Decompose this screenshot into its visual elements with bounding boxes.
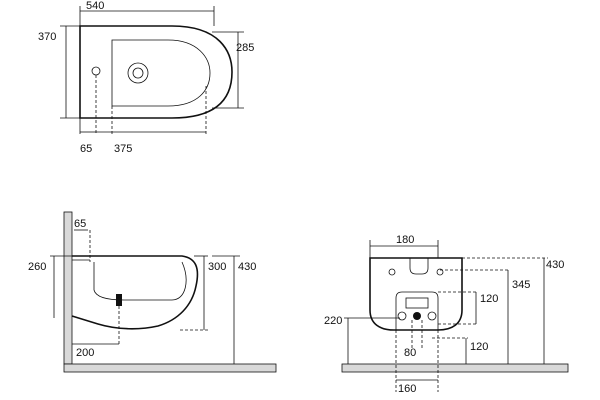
rear-view-drain <box>413 312 421 320</box>
rear-view-fixing-hole-right <box>436 268 444 276</box>
rear-view-bracket-height-label: 345 <box>512 279 530 291</box>
rear-view-supply-left <box>397 311 407 321</box>
rear-view-floor <box>341 363 569 373</box>
top-view-tap-offset-label: 65 <box>80 143 92 155</box>
side-view-bowl-height-label: 300 <box>208 261 226 273</box>
rear-view-outlet-drop-label: 120 <box>470 341 488 353</box>
top-view: 540 370 285 65 375 <box>38 0 254 155</box>
rear-view-total-height-label: 430 <box>546 259 564 271</box>
top-view-drain-inner <box>132 67 144 79</box>
side-view-floor <box>63 363 277 373</box>
rear-view-outlet-spacing-label: 120 <box>480 293 498 305</box>
rear-view-supply-right <box>427 311 437 321</box>
top-view-drain <box>127 62 149 84</box>
top-view-bowl-outline <box>111 39 211 107</box>
rear-view-outlet-slot <box>405 297 429 309</box>
top-view-tap-hole <box>91 66 101 76</box>
top-view-drain-offset-label: 375 <box>114 143 132 155</box>
top-view-width-label: 540 <box>86 0 104 12</box>
rear-view-outlet-frame <box>395 291 439 330</box>
side-view-waste-pipe <box>116 294 122 306</box>
top-view-outline <box>79 25 233 119</box>
rear-view-side-height-label: 220 <box>324 315 342 327</box>
top-view-bowl-label: 285 <box>236 42 254 54</box>
rear-view-drain-diameter-label: 80 <box>404 347 416 359</box>
side-view-body-outline <box>71 255 199 330</box>
rear-view: 180 345 430 220 120 120 80 160 <box>324 234 569 395</box>
side-view-rim-height-label: 260 <box>28 261 46 273</box>
side-view-wall <box>63 211 73 365</box>
top-view-depth-label: 370 <box>38 31 56 43</box>
side-view-drain-offset-label: 200 <box>76 347 94 359</box>
side-view: 65 260 300 430 200 <box>28 211 277 373</box>
side-view-bowl-inner <box>93 261 187 301</box>
rear-view-fixing-hole-left <box>388 268 396 276</box>
rear-view-bracket-cutout <box>409 258 429 275</box>
rear-view-supply-spacing-label: 160 <box>398 383 416 395</box>
rear-view-bracket-width-label: 180 <box>396 234 414 246</box>
side-view-total-height-label: 430 <box>238 261 256 273</box>
side-view-tap-setback-label: 65 <box>74 218 86 230</box>
